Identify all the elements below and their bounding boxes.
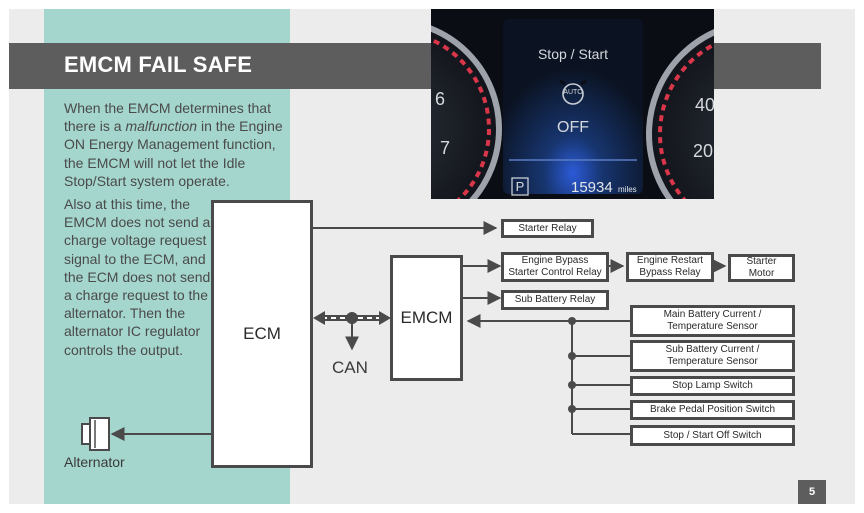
page-title: EMCM FAIL SAFE (64, 52, 253, 77)
paragraph-malfunction: When the EMCM determines that there is a… (64, 99, 290, 190)
paragraph-1-end: in the Engine ON Energy Management funct… (64, 118, 283, 189)
stop-start-heading: Stop / Start (537, 46, 609, 62)
stop-start-off-switch-box: Stop / Start Off Switch (630, 425, 795, 446)
gear-indicator: P (515, 179, 525, 194)
right-gauge (646, 29, 714, 199)
page-number: 5 (798, 480, 826, 504)
left-gauge-number-7: 7 (440, 138, 451, 158)
junction-dot (568, 405, 576, 413)
engine-restart-bypass-relay-box: Engine Restart Bypass Relay (626, 252, 714, 282)
auto-stop-icon-gap (559, 79, 587, 86)
paragraph-alternator: Also at this time, the EMCM does not sen… (64, 196, 211, 358)
right-gauge-number-40: 40 (695, 95, 714, 115)
stop-start-status: OFF (557, 119, 589, 136)
auto-stop-icon (562, 83, 584, 105)
paragraph-1-start: When the EMCM determines that there is a (64, 100, 271, 135)
alternator-icon (81, 417, 110, 451)
auto-label: AUTO (563, 89, 583, 96)
right-gauge-number-20: 20 (693, 141, 714, 161)
left-gauge-ticks (431, 37, 491, 199)
junction-dot (568, 352, 576, 360)
emcm-box: EMCM (390, 255, 463, 381)
sub-battery-relay-box: Sub Battery Relay (501, 290, 609, 310)
starter-relay-box: Starter Relay (501, 219, 594, 238)
alternator-label: Alternator (64, 454, 125, 470)
can-arrow-right (379, 311, 391, 325)
gear-indicator-box (511, 177, 529, 196)
paragraph-1-emphasis: malfunction (125, 118, 198, 135)
main-battery-sensor-box: Main Battery Current / Temperature Senso… (630, 305, 795, 337)
can-arrow-left (313, 311, 325, 325)
left-gauge-number-6: 6 (435, 89, 446, 109)
brake-pedal-switch-box: Brake Pedal Position Switch (630, 400, 795, 420)
starter-motor-box: Starter Motor (728, 254, 795, 282)
dashboard-photo: Stop / Start AUTO OFF P 15934 miles 6 7 … (431, 9, 714, 199)
dashboard-graphic (431, 9, 714, 199)
ecm-box: ECM (211, 200, 313, 468)
center-screen (503, 19, 643, 194)
can-label: CAN (332, 358, 368, 377)
left-gauge (431, 25, 502, 199)
can-node (346, 312, 358, 324)
odometer-value: 15934 (571, 179, 613, 196)
odometer-unit: miles (618, 185, 637, 194)
junction-dot (568, 381, 576, 389)
sub-battery-sensor-box: Sub Battery Current / Temperature Sensor (630, 340, 795, 372)
stop-lamp-switch-box: Stop Lamp Switch (630, 376, 795, 396)
engine-bypass-starter-relay-box: Engine Bypass Starter Control Relay (501, 252, 609, 282)
junction-dot (568, 317, 576, 325)
